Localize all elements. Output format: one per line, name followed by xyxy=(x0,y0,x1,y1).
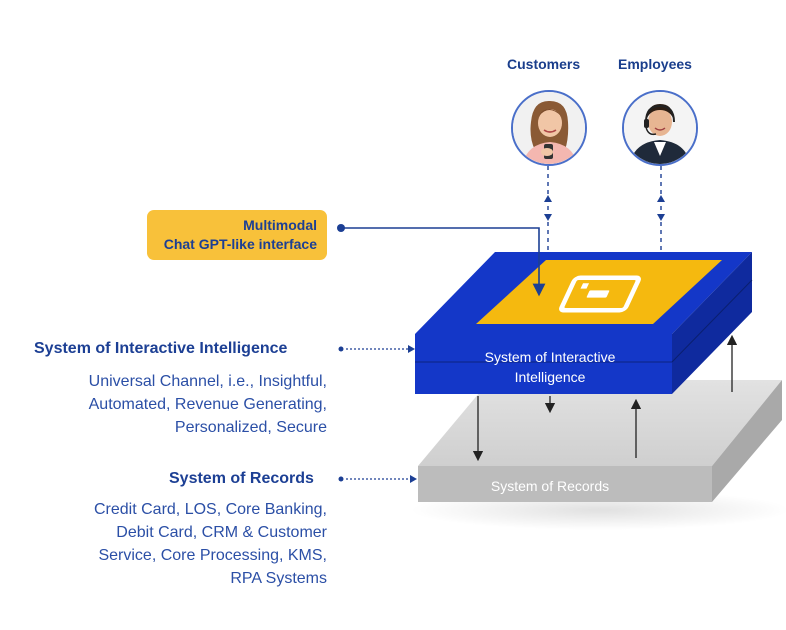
employees-label: Employees xyxy=(618,56,692,72)
chat-interface-logo-icon xyxy=(559,275,641,313)
multimodal-callout: Multimodal Chat GPT-like interface xyxy=(147,210,327,260)
slab-label-line-1: System of Interactive xyxy=(484,349,616,365)
slab-label-line-2: Intelligence xyxy=(514,369,586,385)
callout-line-1: Multimodal xyxy=(243,217,317,233)
description-line: Universal Channel, i.e., Insightful, xyxy=(88,373,327,390)
woman-with-phone-photo-icon xyxy=(513,92,585,164)
customer-avatar xyxy=(511,90,587,166)
system-of-records-heading: System of Records xyxy=(169,470,314,487)
description-line: Credit Card, LOS, Core Banking, xyxy=(94,501,327,518)
description-line: RPA Systems xyxy=(230,570,327,587)
interactive-slab xyxy=(415,252,753,394)
customers-label: Customers xyxy=(507,56,581,72)
interactive-intelligence-description: Universal Channel, i.e., Insightful, Aut… xyxy=(27,370,327,439)
customer-connector xyxy=(544,166,552,252)
description-line: Automated, Revenue Generating, xyxy=(88,396,327,413)
callout-line-2: Chat GPT-like interface xyxy=(163,236,317,252)
description-line: Personalized, Secure xyxy=(174,419,327,436)
system-of-records-description: Credit Card, LOS, Core Banking, Debit Ca… xyxy=(27,498,327,590)
description-line: Debit Card, CRM & Customer xyxy=(116,524,327,541)
interactive-intelligence-heading: System of Interactive Intelligence xyxy=(34,340,288,357)
employee-avatar xyxy=(622,90,698,166)
description-line: Service, Core Processing, KMS, xyxy=(98,547,327,564)
records-slab-label: System of Records xyxy=(490,478,610,494)
employee-connector xyxy=(657,166,665,252)
interactive-slab-label: System of Interactive Intelligence xyxy=(455,347,645,387)
callout-connector xyxy=(337,224,546,297)
man-with-headset-photo-icon xyxy=(624,92,696,164)
records-slab xyxy=(418,380,782,502)
records-heading-pointer xyxy=(338,475,417,483)
interactive-heading-pointer xyxy=(338,345,415,353)
